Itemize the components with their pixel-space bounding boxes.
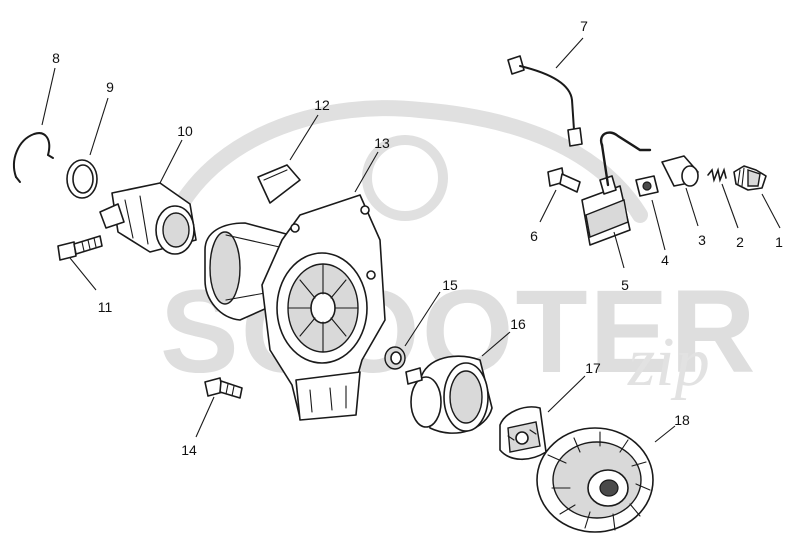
clutch-shoe-part bbox=[499, 406, 547, 461]
housing-bolt-part bbox=[204, 377, 243, 399]
o-ring-part bbox=[66, 159, 98, 199]
leader-16 bbox=[481, 331, 511, 357]
leader-12 bbox=[289, 114, 319, 161]
coil-bolt-part bbox=[547, 167, 581, 193]
bushing-part bbox=[384, 346, 406, 370]
leader-13 bbox=[354, 151, 379, 193]
callout-12: 12 bbox=[314, 97, 330, 113]
watermark-brand-script: zip bbox=[627, 324, 710, 401]
callout-18: 18 bbox=[674, 412, 690, 428]
leader-2 bbox=[721, 183, 739, 229]
callout-6: 6 bbox=[530, 228, 538, 244]
leader-lines bbox=[41, 37, 781, 443]
callout-2: 2 bbox=[736, 234, 744, 250]
callout-7: 7 bbox=[580, 18, 588, 34]
callout-labels: 1 2 3 4 5 6 7 8 9 10 11 12 13 14 15 16 1… bbox=[52, 18, 783, 458]
callout-5: 5 bbox=[621, 277, 629, 293]
callout-15: 15 bbox=[442, 277, 458, 293]
callout-17: 17 bbox=[585, 360, 601, 376]
ignition-coil-part bbox=[581, 131, 652, 246]
flywheel-part bbox=[536, 427, 654, 533]
watermark-wheel bbox=[362, 135, 448, 221]
leader-11 bbox=[69, 257, 97, 291]
leader-3 bbox=[685, 187, 699, 227]
callout-10: 10 bbox=[177, 123, 193, 139]
leader-14 bbox=[195, 396, 215, 438]
callout-14: 14 bbox=[181, 442, 197, 458]
callout-11: 11 bbox=[98, 299, 113, 315]
leader-7 bbox=[555, 37, 584, 69]
clip-part bbox=[635, 175, 659, 197]
leader-15 bbox=[404, 291, 441, 347]
leader-10 bbox=[159, 139, 183, 184]
leader-6 bbox=[539, 189, 557, 223]
callout-8: 8 bbox=[52, 50, 60, 66]
leader-18 bbox=[654, 425, 676, 443]
spark-plug-cap-part bbox=[661, 155, 699, 187]
spark-plug-part bbox=[733, 165, 767, 191]
leader-5 bbox=[613, 231, 625, 269]
intake-bolt-part bbox=[57, 235, 103, 261]
leader-4 bbox=[651, 199, 666, 251]
callout-3: 3 bbox=[698, 232, 706, 248]
callout-4: 4 bbox=[661, 252, 669, 268]
leader-1 bbox=[761, 193, 781, 229]
callout-16: 16 bbox=[510, 316, 526, 332]
intake-pipe-part bbox=[99, 182, 197, 255]
callout-13: 13 bbox=[374, 135, 390, 151]
watermark-swoosh bbox=[167, 100, 648, 223]
retaining-clip-part bbox=[13, 132, 54, 183]
leader-17 bbox=[547, 375, 586, 413]
fan-housing-part bbox=[204, 194, 386, 421]
callout-1: 1 bbox=[775, 234, 783, 250]
leader-9 bbox=[89, 97, 109, 156]
stop-switch-wire-part bbox=[507, 55, 583, 147]
gasket-part bbox=[257, 164, 301, 204]
clutch-drum-part bbox=[405, 355, 493, 434]
leader-8 bbox=[41, 67, 56, 126]
callout-9: 9 bbox=[106, 79, 114, 95]
spring-part bbox=[707, 167, 727, 183]
